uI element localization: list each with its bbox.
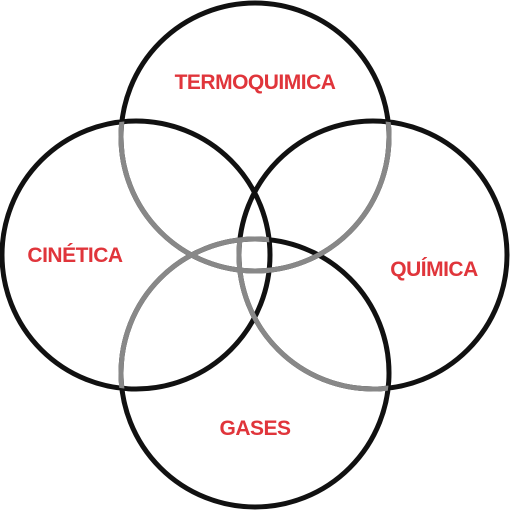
label-gases: GASES bbox=[219, 417, 291, 440]
label-cinetica: CINÉTICA bbox=[27, 244, 123, 267]
label-quimica: QUÍMICA bbox=[390, 258, 478, 281]
label-termoquimica: TERMOQUIMICA bbox=[175, 71, 336, 94]
